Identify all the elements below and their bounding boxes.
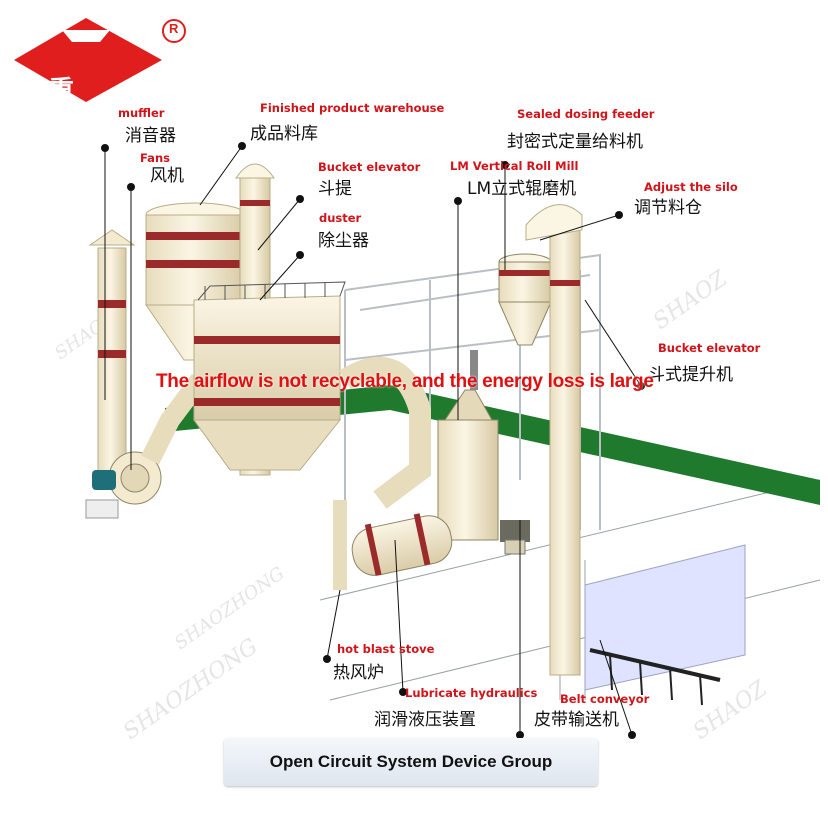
pipe xyxy=(141,374,208,465)
fan xyxy=(85,451,162,519)
watermark-text: SHAOZ xyxy=(649,266,732,335)
label-bucket-elevator-1-zh: 斗提 xyxy=(318,179,352,199)
vertical-roll-mill xyxy=(437,350,530,555)
label-warehouse-zh: 成品料库 xyxy=(250,124,318,144)
label-belt-conveyor-en: Belt conveyor xyxy=(560,692,650,706)
label-bucket-elevator-2-zh: 斗式提升机 xyxy=(648,365,733,385)
caption-text: Open Circuit System Device Group xyxy=(269,752,553,771)
hot-blast-stove xyxy=(351,513,453,576)
watermark-text: SHAOZHONG xyxy=(171,563,289,654)
label-hydraulics-en: Lubricate hydraulics xyxy=(405,686,538,700)
leader-lines xyxy=(104,145,642,736)
brand-logo xyxy=(14,18,162,102)
caption-banner: Open Circuit System Device Group xyxy=(224,738,598,786)
watermark-text: SHAOZHONG xyxy=(119,634,262,745)
label-duster-zh: 除尘器 xyxy=(318,231,369,251)
registered-mark: R xyxy=(169,21,179,36)
label-dosing-feeder-en: Sealed dosing feeder xyxy=(517,107,655,121)
label-roll-mill-zh: LM立式辊磨机 xyxy=(467,179,577,199)
label-warehouse-en: Finished product warehouse xyxy=(260,101,445,115)
label-blast-stove-zh: 热风炉 xyxy=(333,663,384,683)
label-silo-zh: 调节料仓 xyxy=(634,198,702,218)
label-fans-zh: 风机 xyxy=(150,166,184,186)
label-silo-en: Adjust the silo xyxy=(644,180,738,194)
logo-text: 少重 xyxy=(22,76,75,106)
label-muffler-en: muffler xyxy=(118,106,165,120)
conveyor-pit xyxy=(584,544,746,691)
dust-collector xyxy=(193,281,346,471)
leader-dots xyxy=(101,142,645,739)
label-hydraulics-zh: 润滑液压装置 xyxy=(374,710,476,730)
label-dosing-feeder-zh: 封密式定量给料机 xyxy=(507,132,643,152)
label-roll-mill-en: LM Vertical Roll Mill xyxy=(450,159,579,173)
label-belt-conveyor-zh: 皮带输送机 xyxy=(534,710,619,730)
label-muffler-zh: 消音器 xyxy=(125,126,176,146)
muffler-stack xyxy=(88,229,136,479)
label-bucket-elevator-1-en: Bucket elevator xyxy=(318,160,421,174)
label-blast-stove-en: hot blast stove xyxy=(337,642,435,656)
bucket-elevator-right xyxy=(525,204,583,676)
label-fans-en: Fans xyxy=(140,151,170,165)
label-duster-en: duster xyxy=(319,211,362,225)
adjust-silo xyxy=(498,253,552,346)
registered-mark-icon xyxy=(162,19,186,43)
label-bucket-elevator-2-en: Bucket elevator xyxy=(658,341,761,355)
airflow-warning: The airflow is not recyclable, and the e… xyxy=(156,371,654,392)
pipe xyxy=(339,356,431,509)
